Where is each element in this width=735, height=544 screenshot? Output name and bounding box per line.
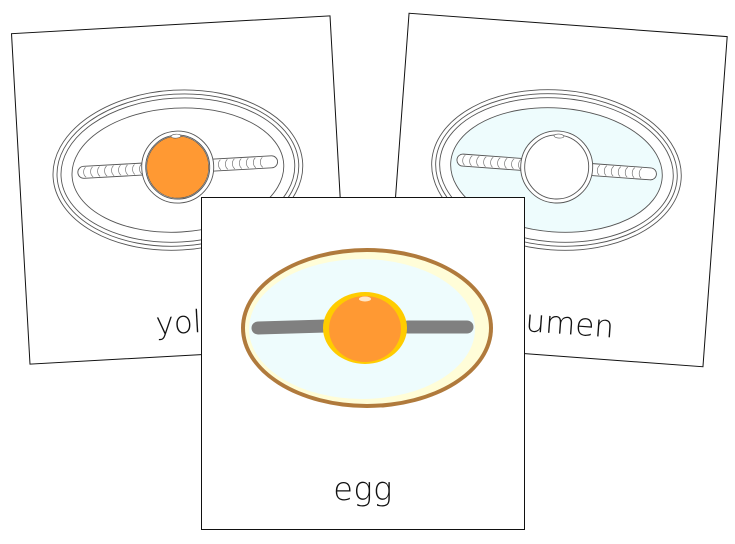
- germinal-disc-icon: [359, 296, 371, 302]
- chalaza-icon: [456, 153, 657, 181]
- egg-card[interactable]: egg: [201, 197, 525, 530]
- chalaza-icon: [251, 319, 474, 335]
- yolk-card[interactable]: yolk: [10, 15, 350, 365]
- card-label-egg: egg: [333, 470, 393, 508]
- egg-outline-diagram-yolk-highlighted: [52, 89, 304, 251]
- egg-color-diagram: [241, 248, 493, 408]
- yolk-icon: [329, 296, 401, 362]
